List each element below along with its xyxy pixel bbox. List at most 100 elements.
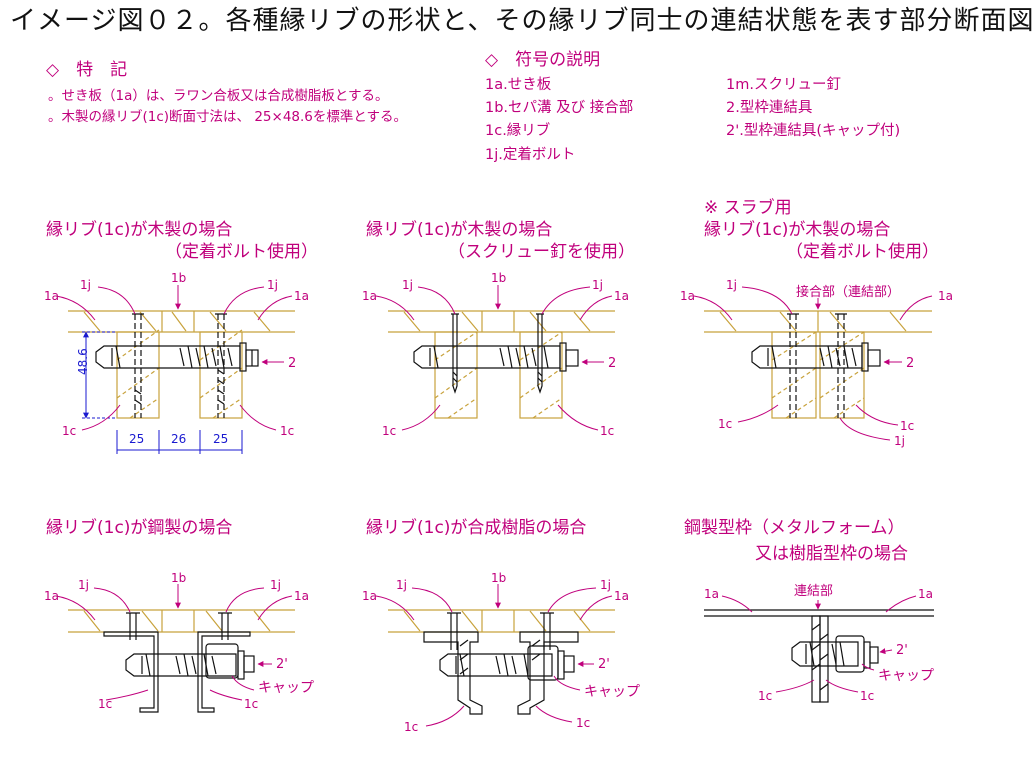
anchor-bolts <box>787 313 847 418</box>
panel2-drawing: 1a 1a 1j 1j 1b 1c 1c 2 <box>362 271 629 438</box>
panel1-subtitle: （定着ボルト使用） <box>165 242 318 262</box>
label-1c-right: 1c <box>576 716 590 730</box>
label-1a-left: 1a <box>44 589 59 603</box>
label-cap: キャップ <box>258 680 314 696</box>
label-cap: キャップ <box>584 684 640 700</box>
label-1a-left: 1a <box>362 289 377 303</box>
legend-heading: ◇ 符号の説明 <box>485 50 601 70</box>
label-2: 2 <box>608 356 616 371</box>
dim-w2: 26 <box>171 432 186 446</box>
label-1c-right: 1c <box>860 689 874 703</box>
label-1b: 1b <box>171 571 186 585</box>
label-1j-bottom: 1j <box>894 434 905 448</box>
anchor-bolts <box>132 313 227 418</box>
label-1c-right: 1c <box>900 419 914 433</box>
notes-heading: ◇ 特 記 <box>46 60 128 80</box>
legend-item-1a: 1a.せき板 <box>485 77 552 93</box>
label-1j-left: 1j <box>402 278 413 292</box>
legend-item-1b: 1b.セパ溝 及び 接合部 <box>485 100 634 116</box>
label-1c-left: 1c <box>98 697 112 711</box>
legend-item-2: 2.型枠連結具 <box>726 100 813 116</box>
label-1j-right: 1j <box>267 278 278 292</box>
leader-lines <box>375 285 613 431</box>
connector-2 <box>751 342 881 372</box>
label-1a-left: 1a <box>680 289 695 303</box>
steel-ribs <box>103 612 251 713</box>
label-joint: 接合部（連結部） <box>796 284 900 300</box>
panel2-subtitle: （スクリュー釘を使用） <box>448 242 635 262</box>
label-1j-left: 1j <box>78 578 89 592</box>
resin-ribs <box>423 612 579 715</box>
label-1b: 1b <box>491 571 506 585</box>
label-1b: 1b <box>491 271 506 285</box>
formwork-plank <box>388 310 615 333</box>
label-2: 2 <box>288 356 296 371</box>
panel6-drawing: 1a 1a 連結部 1c 1c キャップ 2' <box>704 584 934 703</box>
connector-2p <box>439 645 575 681</box>
dim-w3: 25 <box>213 432 228 446</box>
panel5-title: 縁リブ(1c)が合成樹脂の場合 <box>366 518 587 538</box>
label-cap: キャップ <box>878 668 934 684</box>
connector-2 <box>95 342 259 372</box>
panel6-subtitle: 又は樹脂型枠の場合 <box>755 544 908 564</box>
label-1c-right: 1c <box>600 424 614 438</box>
panel3-title: 縁リブ(1c)が木製の場合 <box>704 220 891 240</box>
legend-item-1m: 1m.スクリュー釘 <box>726 77 841 93</box>
panel2-title: 縁リブ(1c)が木製の場合 <box>366 220 553 240</box>
label-1a-left: 1a <box>704 587 719 601</box>
leader-lines <box>55 285 293 431</box>
label-2p: 2' <box>276 657 288 672</box>
label-1j-right: 1j <box>592 278 603 292</box>
label-1j-right: 1j <box>600 578 611 592</box>
page-title: イメージ図０２。各種縁リブの形状と、その縁リブ同士の連結状態を表す部分断面図 <box>10 6 1034 36</box>
label-1c-left: 1c <box>62 424 76 438</box>
wood-ribs <box>116 329 243 419</box>
panel1-title: 縁リブ(1c)が木製の場合 <box>46 220 233 240</box>
connector-2 <box>413 342 579 372</box>
label-2p: 2' <box>598 657 610 672</box>
label-1c-right: 1c <box>244 697 258 711</box>
leader-lines <box>55 584 293 701</box>
dimension-lines <box>82 331 243 454</box>
label-1j: 1j <box>726 278 737 292</box>
dim-height: 48.6 <box>76 348 90 375</box>
panel3-pre: ※ スラブ用 <box>704 198 792 218</box>
legend-item-1c: 1c.縁リブ <box>485 123 551 139</box>
formwork-plank <box>388 609 615 633</box>
label-1j-left: 1j <box>396 578 407 592</box>
formwork-plank <box>68 310 295 333</box>
label-1j-left: 1j <box>80 278 91 292</box>
diagram-canvas: 48.6 25 26 25 1a 1a 1j 1j 1b 1c 1c 2 <box>44 271 953 734</box>
label-1c-left: 1c <box>758 689 772 703</box>
label-1a-right: 1a <box>614 589 629 603</box>
metal-form-plates <box>704 609 934 703</box>
leader-lines <box>721 595 917 693</box>
label-1a-right: 1a <box>294 289 309 303</box>
wood-ribs <box>434 331 563 419</box>
label-1a-right: 1a <box>938 289 953 303</box>
label-1a-right: 1a <box>614 289 629 303</box>
label-1a-right: 1a <box>918 587 933 601</box>
note-line-1: 。せき板（1a）は、ラワン合板又は合成樹脂板とする。 <box>48 88 389 104</box>
label-1a-right: 1a <box>294 589 309 603</box>
label-renketsu: 連結部 <box>794 584 833 599</box>
panel3-drawing: 1a 1a 1j 接合部（連結部） 1c 1c 1j 2 <box>680 278 953 448</box>
label-1c-left: 1c <box>404 720 418 734</box>
label-1c-left: 1c <box>382 424 396 438</box>
panel3-subtitle: （定着ボルト使用） <box>786 242 939 262</box>
legend-item-1j: 1j.定着ボルト <box>485 147 576 163</box>
label-1a-left: 1a <box>44 289 59 303</box>
wood-ribs <box>771 331 865 419</box>
label-1c-right: 1c <box>280 424 294 438</box>
panel5-drawing: 1a 1a 1j 1j 1b 1c 1c キャップ 2' <box>362 571 640 734</box>
dim-w1: 25 <box>129 432 144 446</box>
screw-nails <box>451 313 544 394</box>
label-1b: 1b <box>171 271 186 285</box>
label-1j-right: 1j <box>270 578 281 592</box>
panel1-drawing: 48.6 25 26 25 1a 1a 1j 1j 1b 1c 1c 2 <box>44 271 309 454</box>
legend-item-2p: 2'.型枠連結具(キャップ付) <box>726 123 901 139</box>
panel4-title: 縁リブ(1c)が鋼製の場合 <box>46 518 233 538</box>
label-2: 2 <box>906 356 914 371</box>
formwork-plank <box>68 609 295 633</box>
leader-lines <box>693 286 933 441</box>
